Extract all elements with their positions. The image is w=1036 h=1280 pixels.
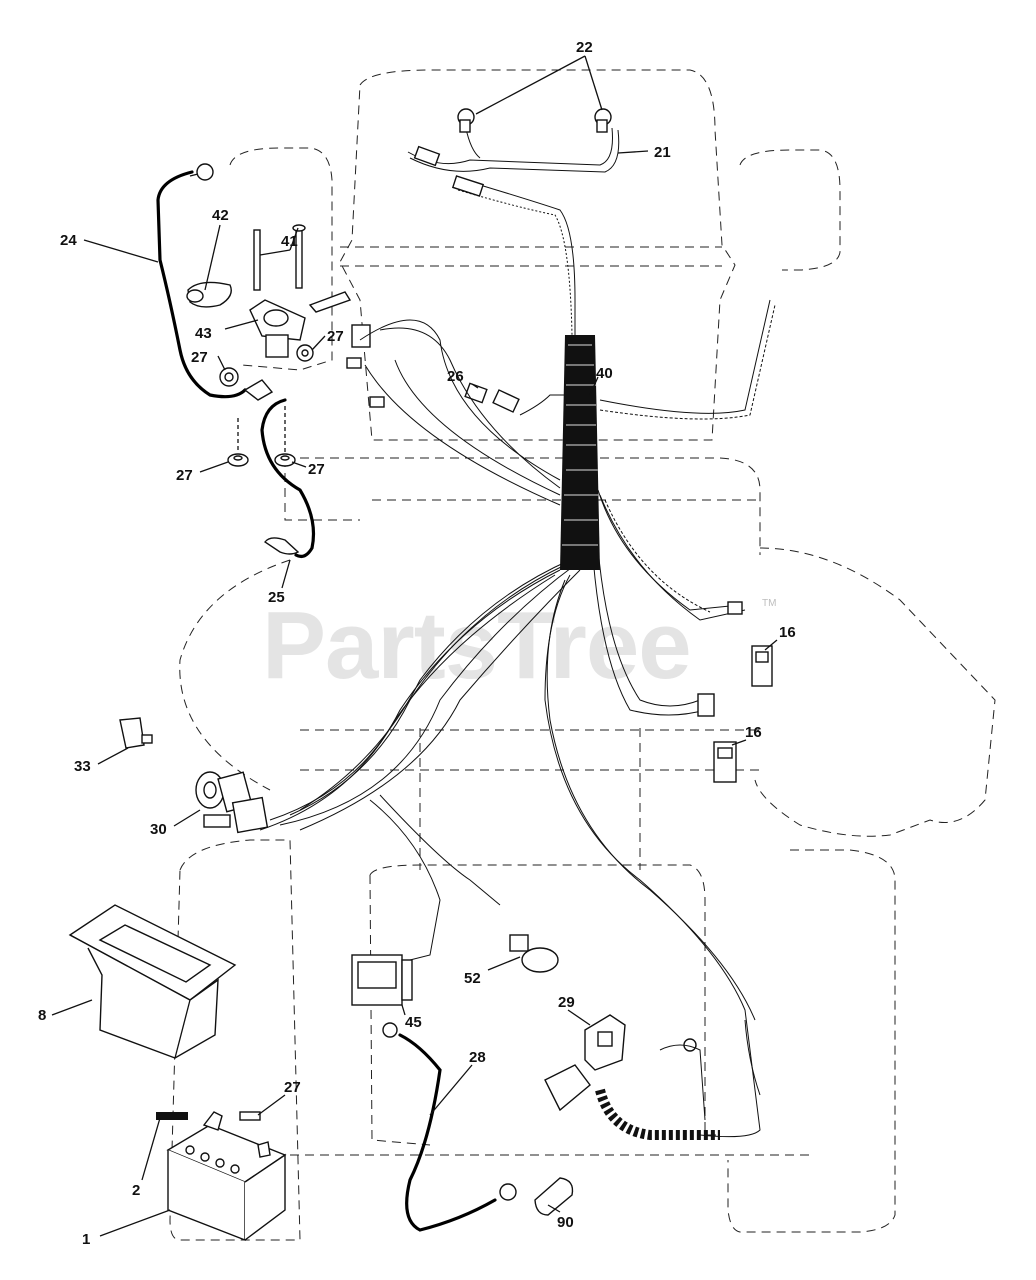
callout-27: 27 <box>308 461 325 478</box>
headlight-left-icon <box>457 108 475 133</box>
wire-harness <box>259 299 776 1138</box>
callout-27: 27 <box>284 1079 301 1096</box>
seat-switch-icon <box>584 1014 626 1071</box>
ignition-switch-icon <box>195 771 269 834</box>
callout-45: 45 <box>405 1014 422 1031</box>
callout-40: 40 <box>596 365 613 382</box>
wire-harness-conduit-icon <box>560 335 600 570</box>
connector-plug-icon <box>697 601 773 783</box>
callout-16: 16 <box>745 724 762 741</box>
callout-28: 28 <box>469 1049 486 1066</box>
boot-cover-icon <box>534 1177 574 1216</box>
cable-terminal-icon <box>243 291 352 555</box>
callout-8: 8 <box>38 1007 46 1024</box>
battery-box-icon <box>68 904 237 1059</box>
boot-cover-icon <box>186 281 232 308</box>
switch-icon <box>119 717 153 749</box>
battery-cable <box>156 170 247 399</box>
negative-cable <box>398 1033 497 1232</box>
callout-52: 52 <box>464 970 481 987</box>
callout-29: 29 <box>558 994 575 1011</box>
callout-27: 27 <box>176 467 193 484</box>
callout-27: 27 <box>191 349 208 366</box>
callout-1: 1 <box>82 1231 90 1248</box>
watermark-trademark: TM <box>762 598 776 609</box>
callout-21: 21 <box>654 144 671 161</box>
headlight-right-icon <box>594 108 612 133</box>
tractor-outline <box>169 69 996 1241</box>
hour-meter-icon <box>351 954 413 1006</box>
callout-30: 30 <box>150 821 167 838</box>
ring-terminal-icon <box>382 1022 517 1201</box>
watermark: PartsTree <box>262 592 691 699</box>
callout-42: 42 <box>212 207 229 224</box>
bulb-icon <box>509 934 559 973</box>
callout-2: 2 <box>132 1182 140 1199</box>
callout-16: 16 <box>779 624 796 641</box>
bolt-icon <box>156 1111 261 1121</box>
starter-solenoid-icon <box>249 224 306 358</box>
headlight-harness <box>407 123 620 336</box>
callout-41: 41 <box>281 233 298 250</box>
callout-43: 43 <box>195 325 212 342</box>
leader-lines <box>51 55 778 1237</box>
callout-27: 27 <box>327 328 344 345</box>
callout-33: 33 <box>74 758 91 775</box>
callout-25: 25 <box>268 589 285 606</box>
callout-26: 26 <box>447 368 464 385</box>
nut-icon <box>219 344 314 467</box>
ring-terminal-icon <box>189 163 214 181</box>
callout-90: 90 <box>557 1214 574 1231</box>
fuse-icon <box>464 382 520 413</box>
callout-24: 24 <box>60 232 77 249</box>
starter-cable <box>260 398 316 559</box>
connector-icon <box>346 324 385 408</box>
coiled-cord-icon <box>544 1038 720 1140</box>
callout-22: 22 <box>576 39 593 56</box>
battery-icon <box>166 1111 287 1242</box>
